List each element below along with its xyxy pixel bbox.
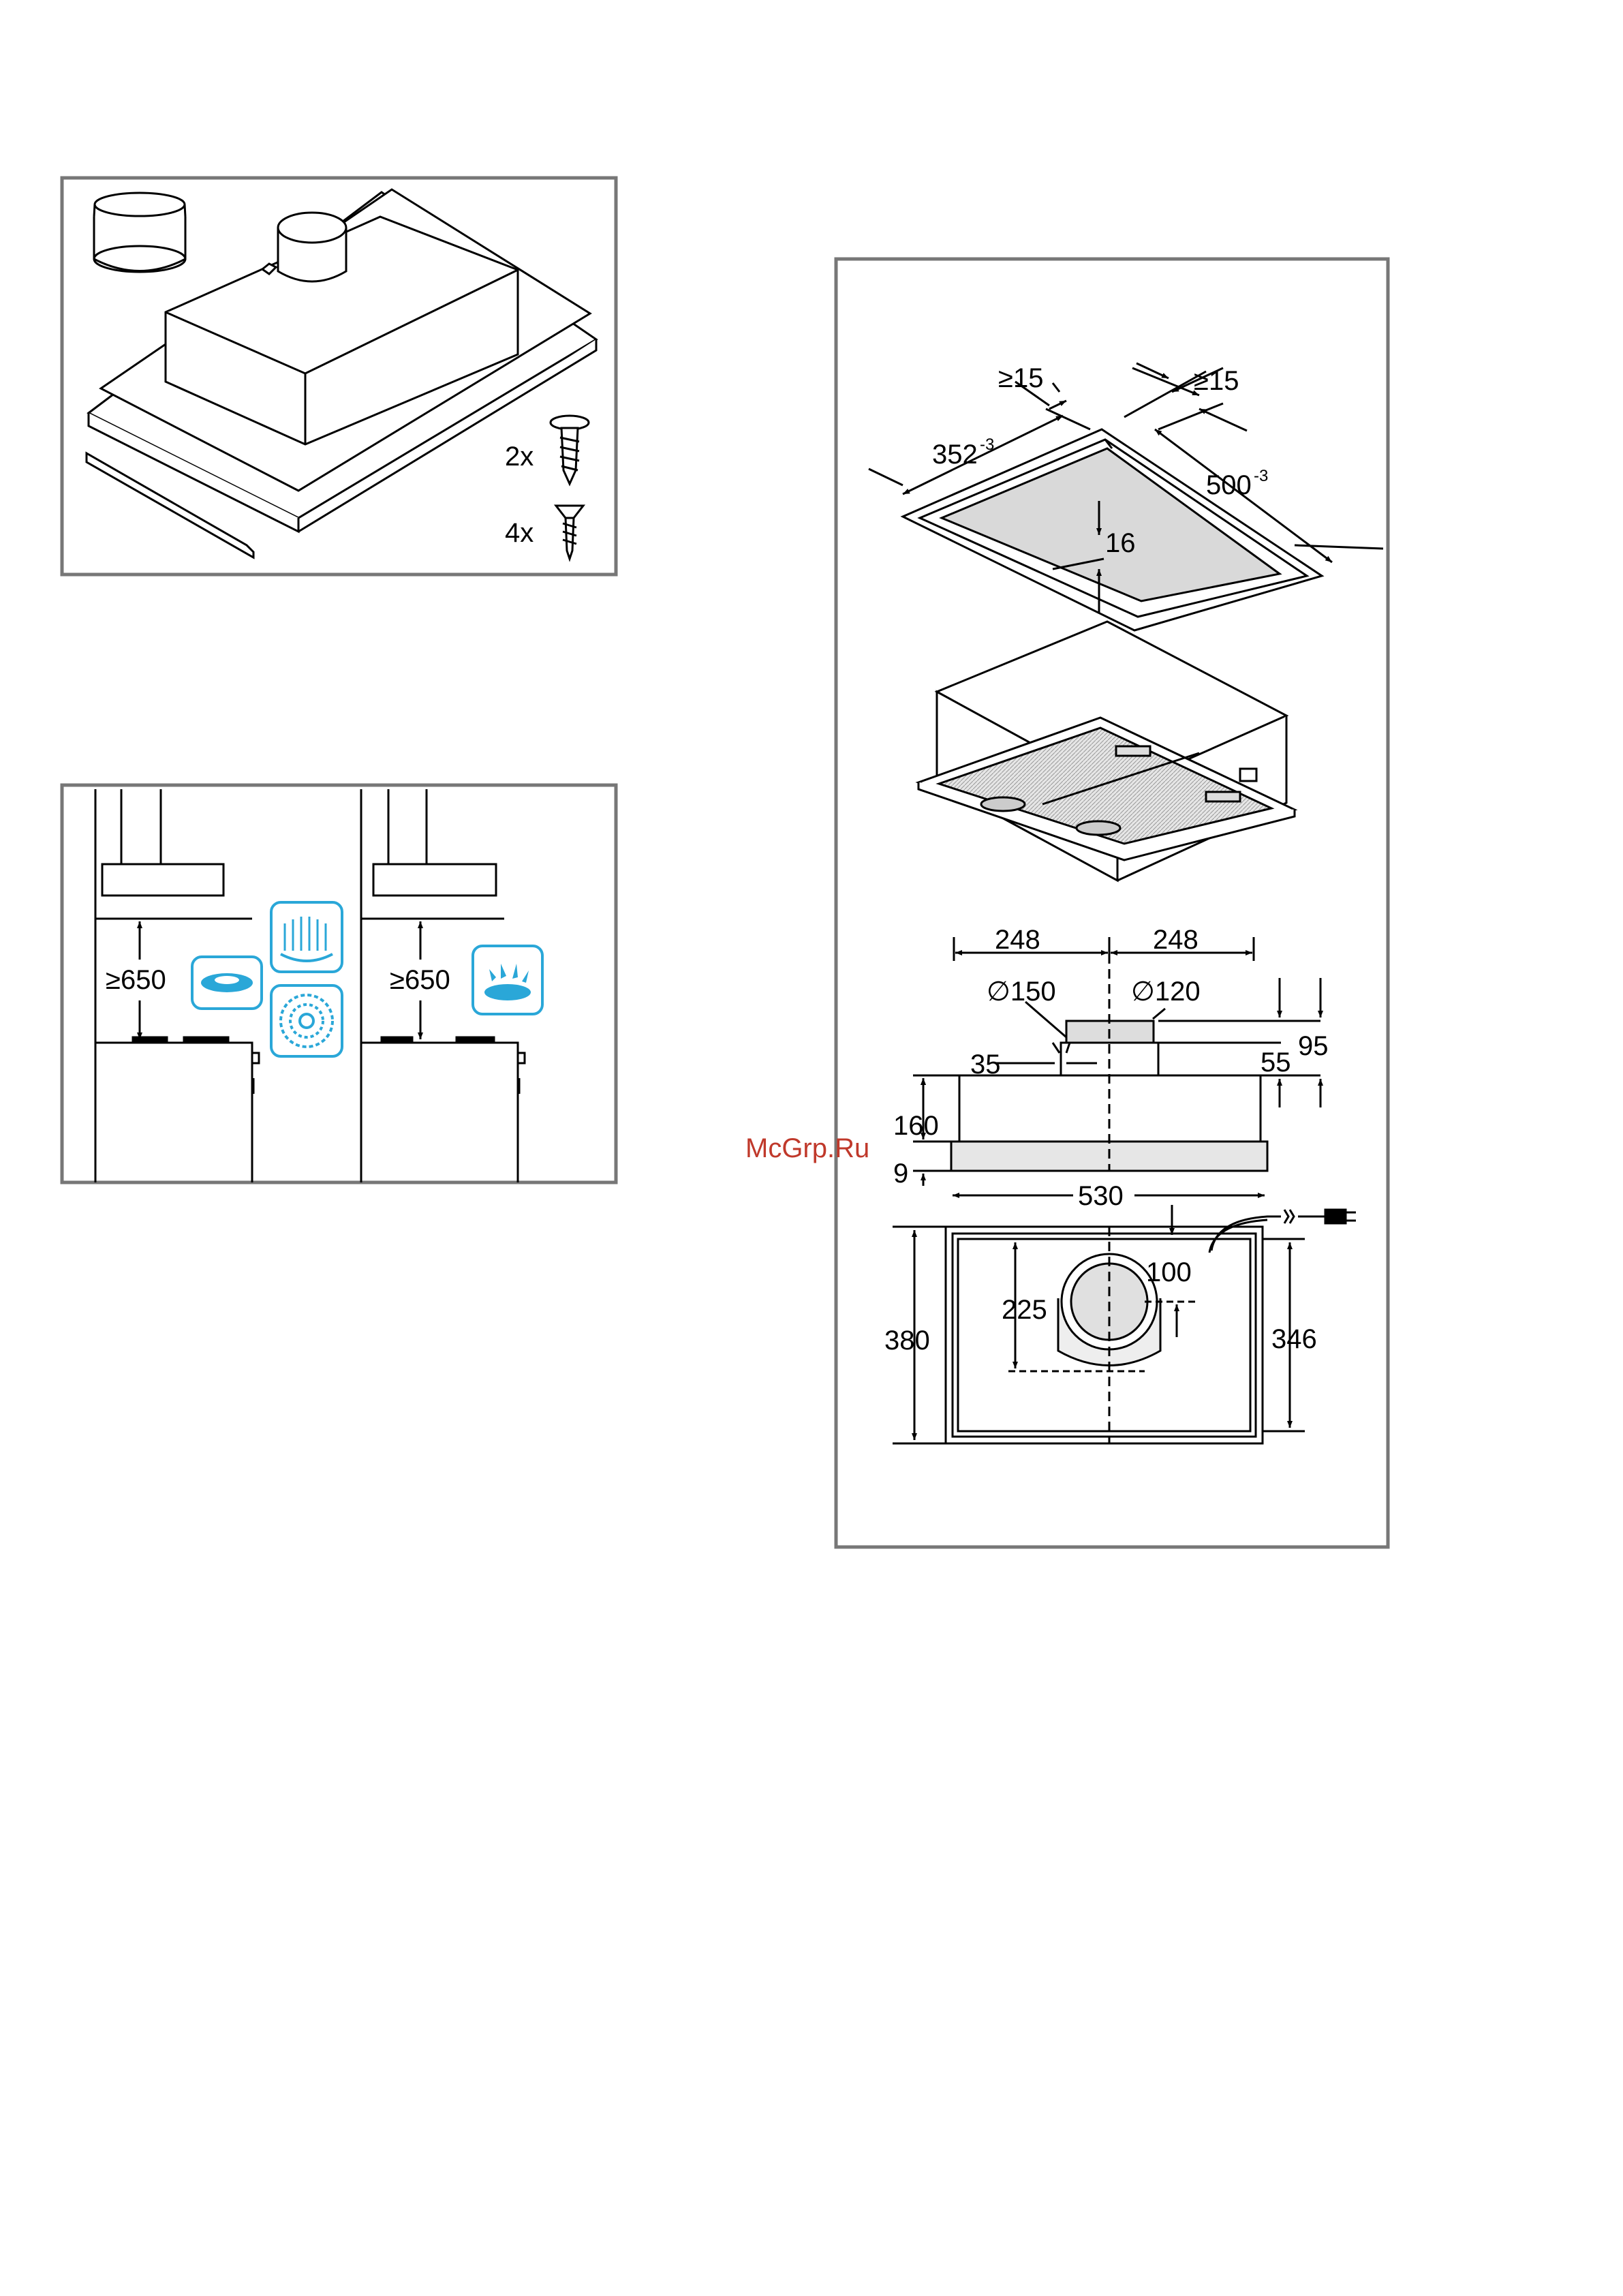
clearance-right-value: ≥650 [390, 965, 450, 995]
screw-large-icon [551, 416, 589, 484]
cutout-length-label: 500 [1206, 470, 1252, 500]
screw-small-count: 4x [505, 518, 534, 548]
watermark: McGrp.Ru [745, 1133, 869, 1163]
screw-large-count: 2x [505, 442, 534, 472]
inner-diameter-label: ∅120 [1131, 977, 1201, 1007]
plan-view-illustration [946, 1227, 1263, 1443]
center-offset-label: 225 [1002, 1295, 1047, 1325]
cutout-length-tolerance: -3 [1254, 467, 1268, 485]
half-width-right-label: 248 [1153, 925, 1199, 955]
hood-underside-illustration [918, 622, 1295, 881]
cutout-width-tolerance: -3 [980, 435, 994, 454]
cutout-width-label: 352 [932, 440, 978, 470]
outer-depth-label: 380 [884, 1326, 930, 1356]
gap-left-label: ≥15 [998, 363, 1043, 393]
radiant-hob-icon [271, 902, 342, 972]
ceiling-cutout-illustration [869, 382, 1383, 630]
half-width-left-label: 248 [995, 925, 1040, 955]
flange-height-label: 9 [893, 1159, 908, 1189]
clearance-left-value: ≥650 [106, 965, 166, 995]
inner-depth-label: 346 [1271, 1324, 1317, 1354]
body-height-label: 160 [893, 1111, 939, 1141]
offset-35-label: 35 [970, 1050, 1001, 1080]
clearance-panel: ≥650 [62, 785, 616, 1182]
duct-adapter-icon [94, 193, 185, 272]
collar-55-label: 55 [1261, 1047, 1291, 1077]
total-width-label: 530 [1078, 1181, 1124, 1211]
parts-panel: 2x 4x [62, 178, 616, 575]
screw-small-icon [556, 506, 583, 559]
electric-hob-icon [192, 957, 262, 1009]
gas-burner-icon [473, 946, 542, 1014]
gap-right-label: ≥15 [1194, 366, 1239, 396]
cutout-depth-label: 16 [1105, 528, 1136, 558]
overall-95-label: 95 [1298, 1031, 1329, 1061]
dimension-panel: ≥15 ≥15 352 -3 500 -3 16 [836, 259, 1388, 1547]
top-offset-label: 100 [1146, 1257, 1192, 1287]
outer-diameter-label: ∅150 [987, 977, 1056, 1007]
induction-hob-icon [271, 985, 342, 1056]
